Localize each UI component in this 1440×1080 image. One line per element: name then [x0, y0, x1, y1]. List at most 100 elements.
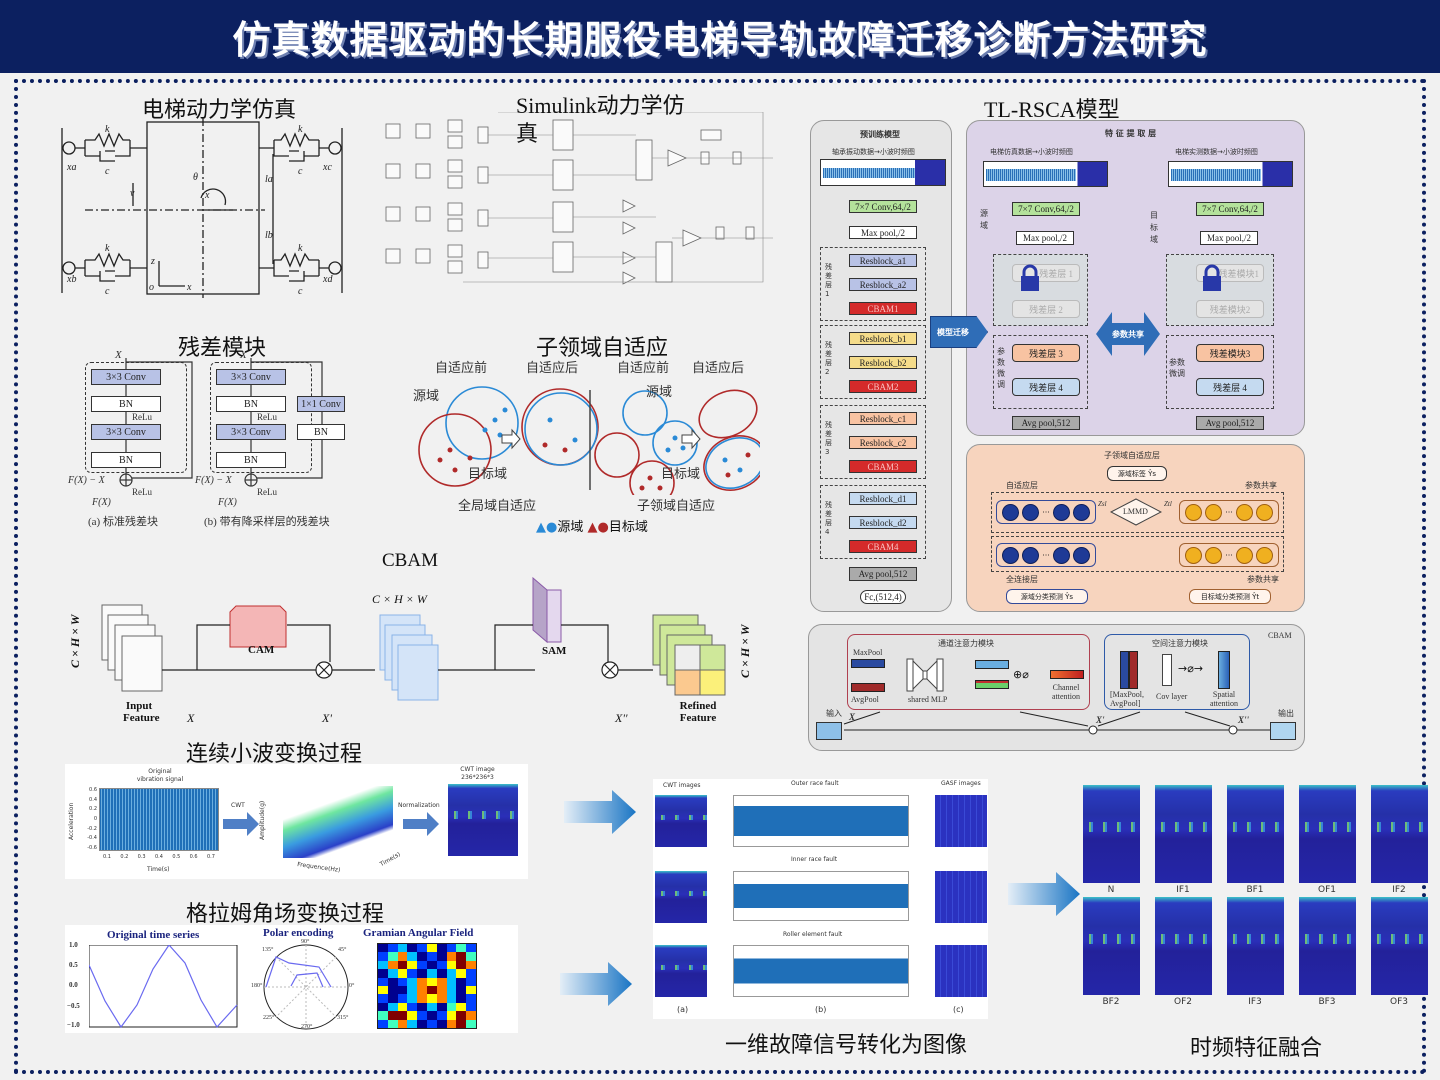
feature-tgt-label: 目标域	[1150, 211, 1158, 244]
feature-tgt-frozen-2: 残差模块2	[1196, 300, 1264, 318]
gaf-cell	[417, 1019, 427, 1028]
tlrsca-title: TL-RSCA模型	[984, 97, 1120, 122]
polar-angle: 315°	[337, 1015, 349, 1021]
zsl-label: Zsl	[1098, 500, 1107, 508]
gaf-cell	[417, 952, 427, 961]
gaf-cell	[397, 1002, 408, 1012]
gaf-cell	[456, 944, 467, 953]
maxpool-label: MaxPool	[853, 648, 883, 657]
row1-title: Outer race fault	[791, 780, 839, 787]
gaf-cell	[378, 994, 388, 1003]
model-transfer-arrow: 模型迁移	[930, 316, 988, 348]
target-neuron-layer: ···	[1179, 500, 1279, 524]
resblock-a-bn2: BN	[91, 452, 161, 468]
mlp-out-bar-1	[975, 660, 1009, 669]
resblock-b-bn2: BN	[216, 452, 286, 468]
ts-ytick: −1.0	[67, 1021, 80, 1029]
gaf-cell	[466, 1002, 476, 1012]
polar-encoding-plot	[263, 944, 349, 1030]
gasf-image-outer	[935, 795, 987, 847]
gaf-cell	[436, 985, 447, 995]
label-c: c	[298, 166, 303, 177]
neuron	[1053, 546, 1071, 564]
cbam-tag: CBAM	[1268, 631, 1292, 640]
cwt-ytick: 0.6	[89, 787, 97, 793]
gaf-cell	[397, 960, 408, 970]
gaf-cell	[387, 1002, 398, 1012]
resblock-b-fx: F(X)	[218, 497, 237, 508]
pretrain-resblock: Resblock_b2	[849, 356, 917, 369]
cbam-flow-lines	[843, 711, 1270, 735]
cwt-norm-label: Normalization	[398, 802, 440, 809]
fusion-spectrogram	[1299, 897, 1356, 995]
gaf-cell	[397, 1011, 408, 1020]
cwt-xtick: 0.5	[172, 854, 181, 860]
lmmd-label: LMMD	[1123, 507, 1148, 516]
target-prediction-box: 目标域分类预测 Ŷt	[1189, 589, 1271, 604]
inner-race-signal	[733, 871, 909, 921]
feature-tgt-avgpool: Avg pool,512	[1196, 416, 1264, 430]
maxpool-bar	[851, 659, 885, 668]
gaf-cell	[456, 960, 467, 970]
gaf-cell	[446, 1019, 457, 1028]
spatial-attention-module	[1104, 634, 1250, 710]
gramian-angular-field-heatmap	[377, 943, 477, 1029]
channel-attention-title: 通道注意力模块	[938, 639, 994, 648]
ts-ytick: 0.5	[69, 961, 78, 969]
gaf-cell	[466, 944, 476, 953]
gaf-field-title: Gramian Angular Field	[363, 927, 474, 939]
pool-pair-label: [MaxPool,AvgPool]	[1110, 690, 1144, 708]
fusion-class-label: IF3	[1248, 997, 1262, 1007]
feature-src-frozen-2: 残差层 2	[1012, 300, 1080, 318]
neuron-ellipsis: ···	[1042, 507, 1050, 517]
gaf-cell	[456, 952, 467, 961]
cbam-x: X	[187, 711, 195, 725]
pretrain-input-image	[820, 159, 946, 186]
resblock-a-conv2: 3×3 Conv	[91, 424, 161, 440]
gaf-cell	[427, 944, 437, 953]
gaf-cell	[456, 969, 467, 978]
avgpool-bar	[851, 683, 885, 692]
label-theta: θ	[193, 172, 198, 183]
gaf-cell	[466, 952, 476, 961]
feature-src-layer3: 残差层 3	[1012, 344, 1080, 362]
gaf-cell	[446, 952, 457, 961]
cwt-ylabel: Acceleration	[68, 802, 75, 840]
pretrain-fc: Fc,(512,4)	[860, 590, 906, 604]
resblock-a-fx: F(X)	[92, 497, 111, 508]
resblock-b-caption: (b) 带有降采样层的残差块	[204, 516, 330, 528]
label-x: x	[204, 190, 210, 201]
pretrain-resblock: Resblock_d1	[849, 492, 917, 505]
channel-attention-module	[847, 634, 1090, 710]
cbam-x2-label: X''	[1238, 715, 1250, 725]
cwt-arrow-icon	[223, 812, 259, 836]
neuron	[1021, 503, 1039, 521]
pretrain-resblock: Resblock_c1	[849, 412, 917, 425]
feature-src-finetune-region	[993, 335, 1088, 409]
gaf-cell	[387, 969, 398, 978]
gaf-cell	[436, 952, 447, 961]
cwt-3d-plot	[283, 786, 393, 858]
target-neuron-layer: ···	[1179, 543, 1279, 567]
conversion-panel: CWT images Outer race fault GASF images …	[653, 779, 988, 1019]
gaf-cell	[397, 1019, 408, 1028]
gaf-cell	[387, 985, 398, 995]
resblock-a-relu-out: ReLu	[132, 487, 152, 497]
feature-src-layer4: 残差层 4	[1012, 378, 1080, 396]
cbam-input-cube	[816, 722, 842, 740]
feature-tgt-finetune-label: 参数微调	[1169, 358, 1185, 378]
gaf-cell	[378, 969, 388, 978]
gaf-cell	[436, 994, 447, 1003]
label-source-domain: 源域	[413, 389, 440, 404]
gaf-cell	[427, 1002, 437, 1012]
gaf-cell	[456, 977, 467, 986]
pretrain-conv: 7×7 Conv,64,/2	[849, 200, 917, 213]
gaf-cell	[378, 1019, 388, 1028]
gaf-cell	[427, 960, 437, 970]
header-bar: 仿真数据驱动的长期服役电梯导轨故障迁移诊断方法研究	[0, 0, 1440, 73]
neuron	[1073, 503, 1091, 521]
lmmd-diamond	[1110, 498, 1162, 526]
gaf-cell	[436, 977, 447, 986]
gaf-cell	[417, 969, 427, 978]
